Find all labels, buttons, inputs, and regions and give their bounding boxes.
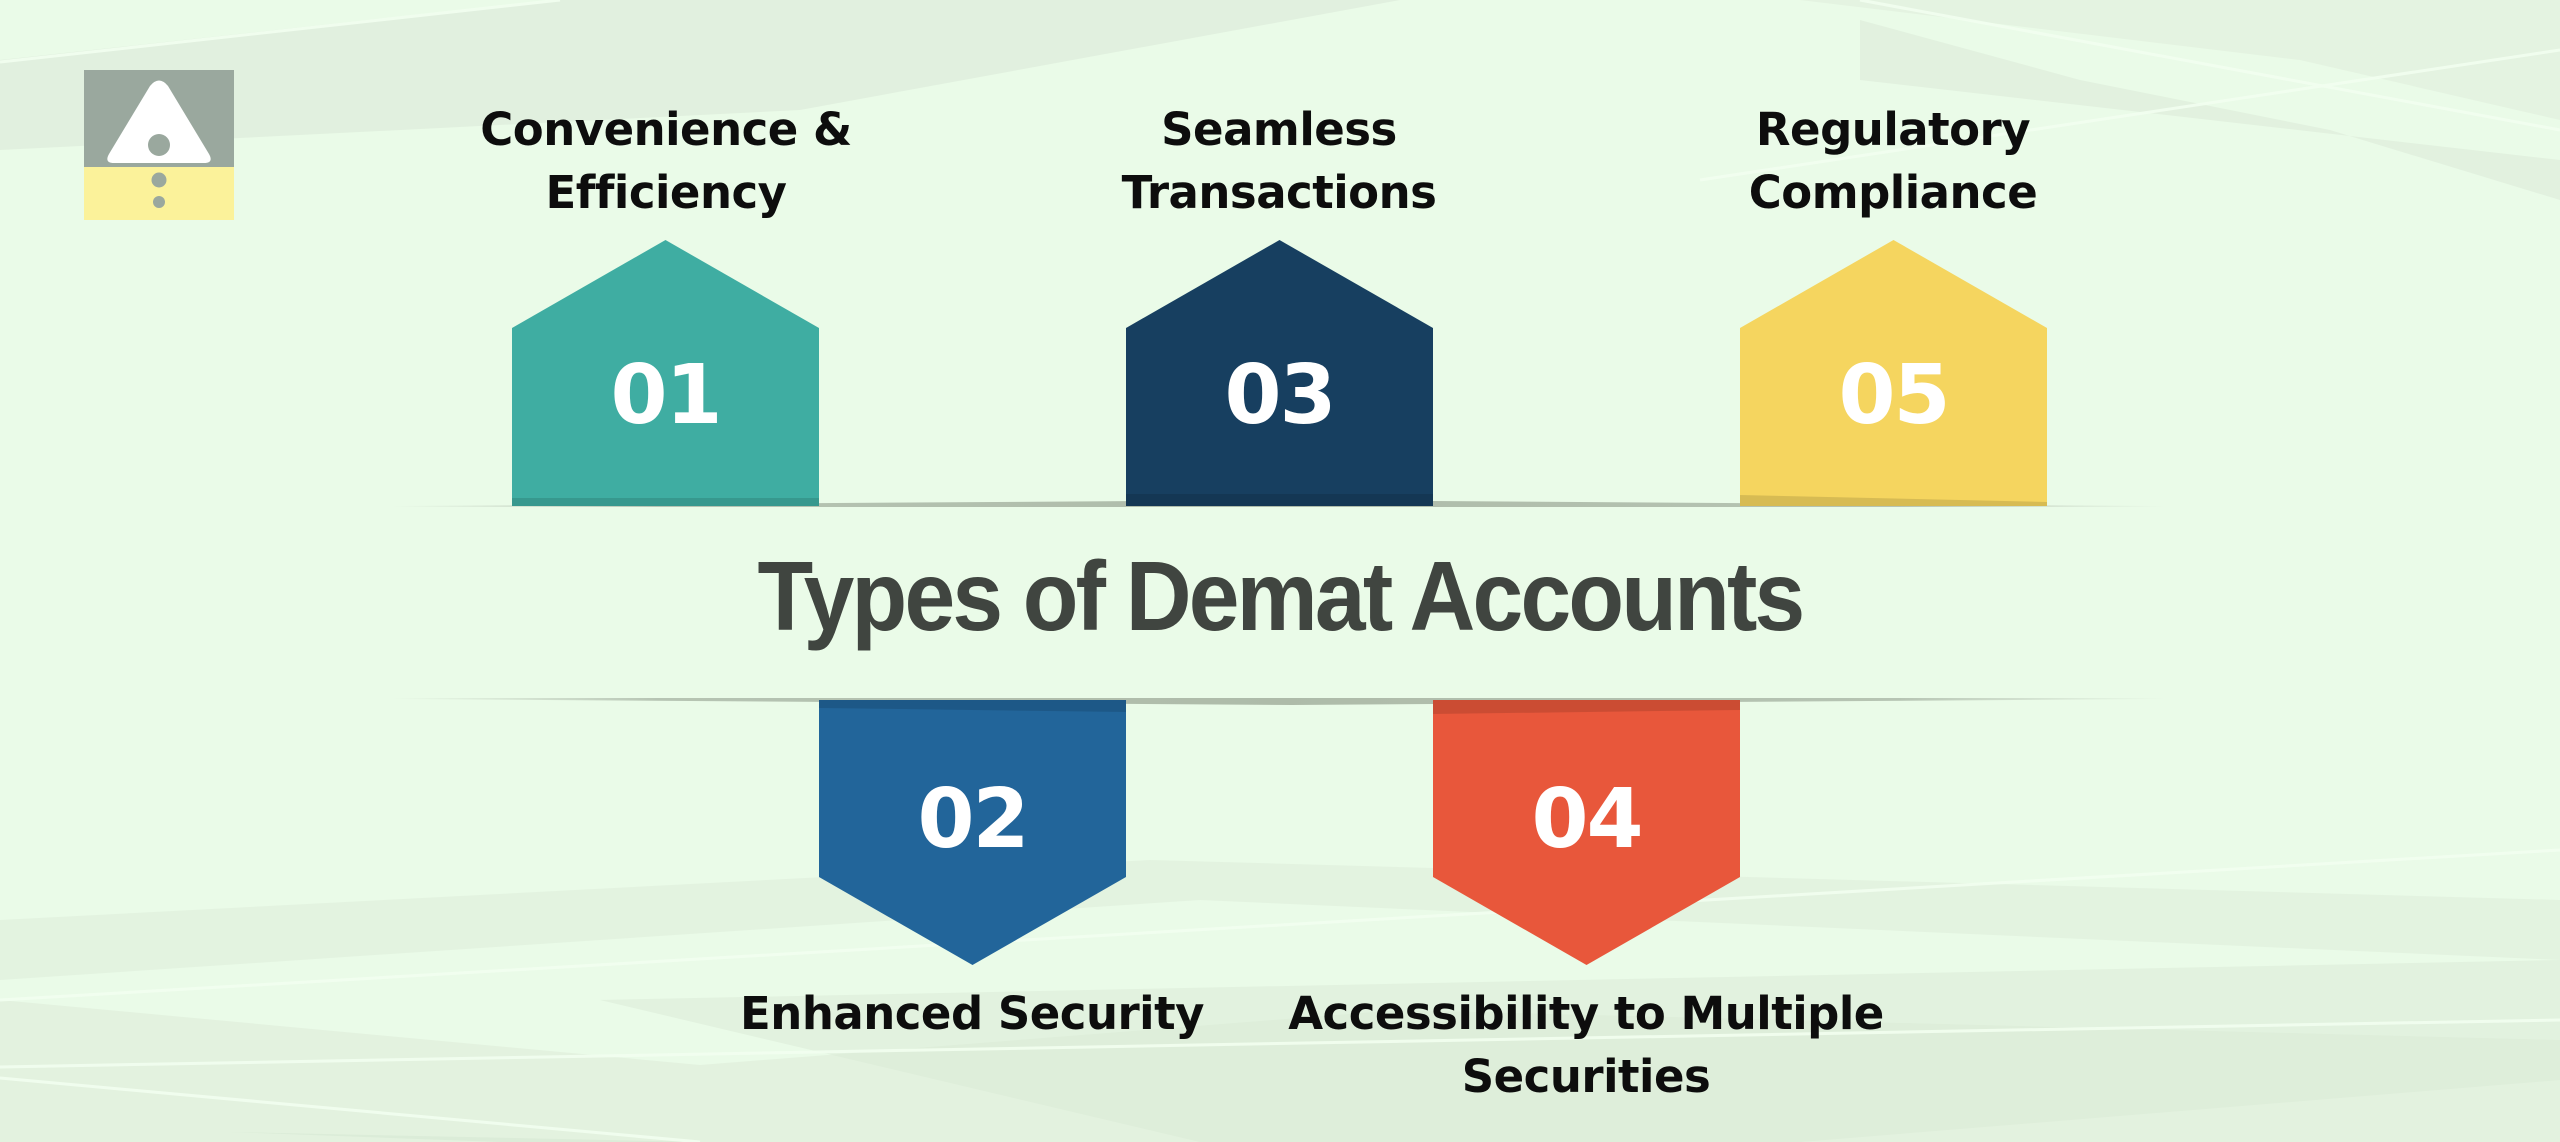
page-title: Types of Demat Accounts (757, 541, 1806, 651)
item-04-number: 04 (1531, 772, 1643, 867)
item-01-number: 01 (610, 348, 722, 443)
item-04-label: Accessibility to Multiple Securities (1288, 987, 1884, 1103)
band-bottom-line (392, 698, 2165, 705)
item-05-number: 05 (1838, 348, 1950, 443)
item-01-label: Convenience & Efficiency (480, 103, 852, 219)
item-05-label: Regulatory Compliance (1748, 103, 2038, 219)
warning-triangle-logo-icon (84, 70, 234, 220)
item-05-pentagon (1740, 240, 2047, 506)
item-03-label: Seamless Transactions (1121, 103, 1437, 219)
item-01-pentagon (512, 240, 819, 506)
item-03-pentagon (1126, 240, 1433, 506)
item-04-pentagon (1433, 700, 1740, 965)
item-02-pentagon (819, 700, 1126, 965)
item-03-number: 03 (1224, 348, 1336, 443)
item-02-label: Enhanced Security (740, 987, 1204, 1040)
item-02-number: 02 (917, 772, 1029, 867)
